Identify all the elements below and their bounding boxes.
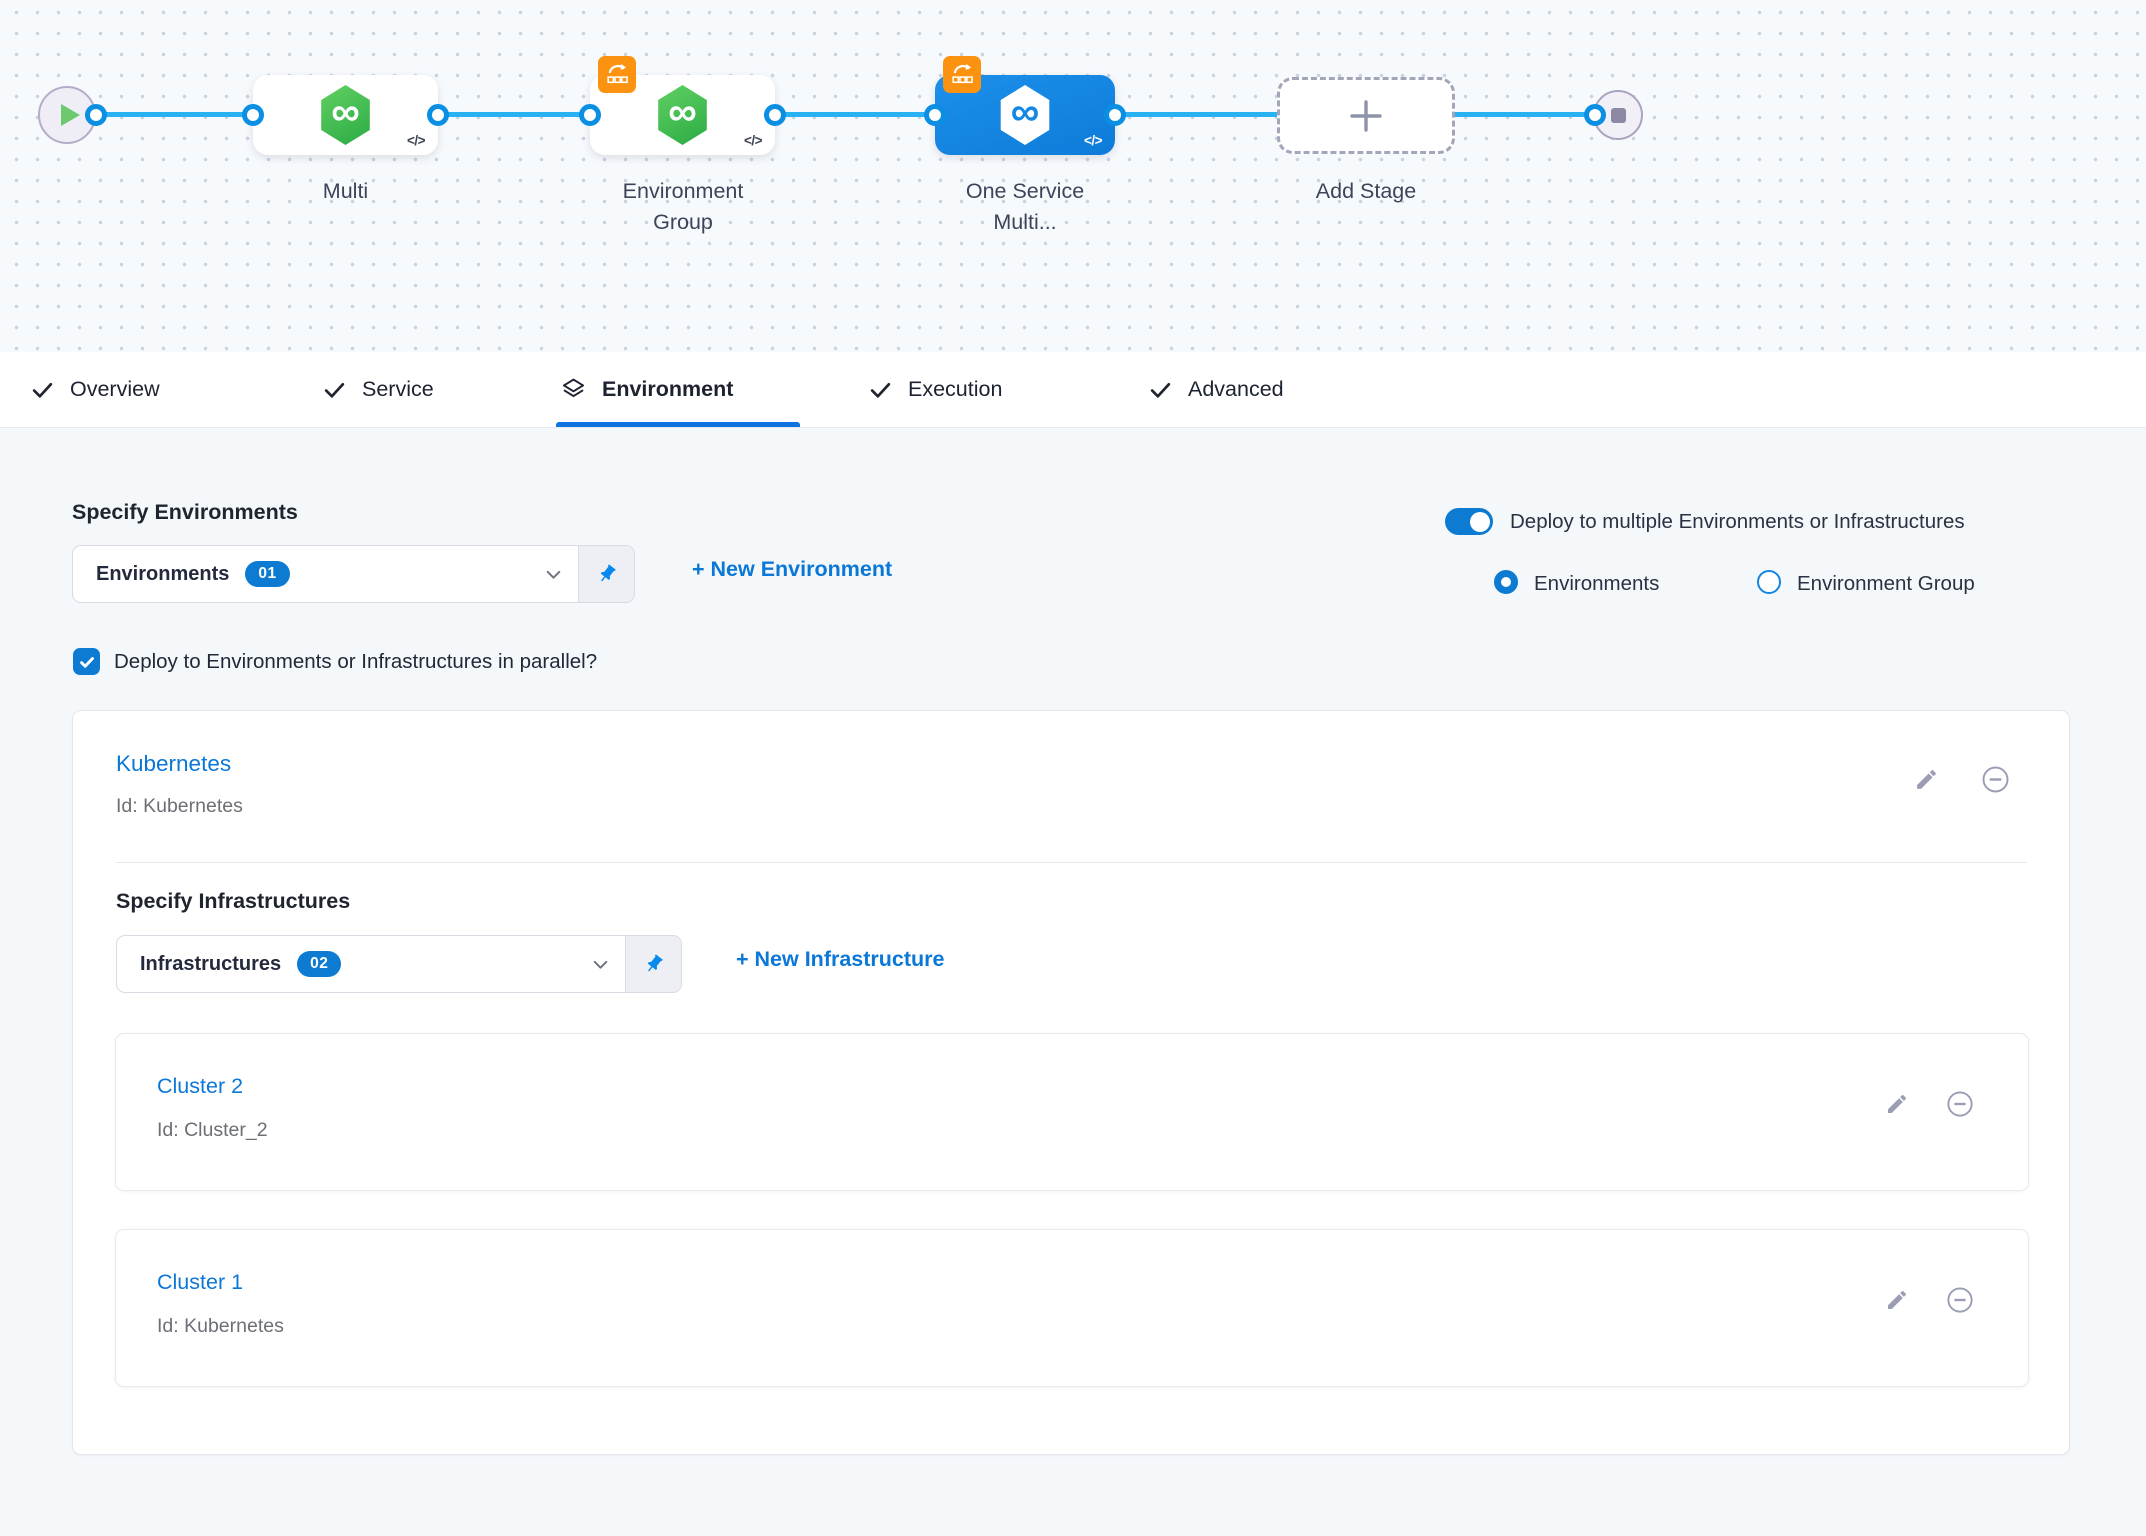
minus-circle-icon	[1945, 1089, 1975, 1119]
add-stage-button[interactable]	[1277, 77, 1455, 154]
play-icon	[61, 104, 80, 126]
connector-point	[427, 104, 449, 126]
minus-circle-icon	[1980, 764, 2011, 795]
tab-advanced[interactable]: Advanced	[1148, 352, 1284, 427]
pin-infrastructures-button[interactable]	[625, 936, 681, 992]
stage-node-one-service-multi[interactable]: ∞ </>	[935, 75, 1115, 155]
pipeline-canvas: ∞ </> ∞ </>	[0, 0, 2146, 352]
infrastructures-count-badge: 02	[297, 951, 341, 977]
check-icon	[868, 377, 893, 402]
infrastructures-select: Infrastructures 02	[116, 935, 682, 993]
stage-label: Environment Group	[598, 176, 768, 238]
service-hexagon-icon: ∞	[319, 85, 373, 145]
environments-select: Environments 01	[72, 545, 635, 603]
new-environment-button[interactable]: + New Environment	[692, 557, 892, 582]
connector-point	[924, 104, 946, 126]
environment-id: Id: Kubernetes	[116, 795, 243, 818]
stage-node-multi[interactable]: ∞ </>	[253, 75, 438, 155]
code-icon[interactable]: </>	[407, 133, 425, 148]
check-icon	[322, 377, 347, 402]
stop-icon	[1611, 108, 1626, 123]
radio-environments[interactable]	[1494, 570, 1518, 594]
infrastructure-name-link[interactable]: Cluster 1	[157, 1270, 243, 1295]
tab-label: Environment	[602, 377, 733, 402]
rolling-strategy-badge-icon	[598, 56, 636, 93]
edit-infrastructure-button[interactable]	[1885, 1288, 1909, 1312]
toggle-knob	[1470, 512, 1490, 532]
pushpin-icon	[640, 950, 668, 978]
tab-service[interactable]: Service	[322, 352, 434, 427]
check-icon	[1148, 377, 1173, 402]
edit-environment-button[interactable]	[1914, 767, 1939, 792]
deploy-multiple-toggle-label: Deploy to multiple Environments or Infra…	[1510, 510, 1965, 534]
code-icon[interactable]: </>	[744, 133, 762, 148]
connector-point	[242, 104, 264, 126]
radio-environment-group-label[interactable]: Environment Group	[1797, 572, 1975, 596]
pencil-icon	[1885, 1288, 1909, 1312]
radio-environments-label[interactable]: Environments	[1534, 572, 1659, 596]
stage-label: One Service Multi...	[940, 176, 1110, 238]
tab-label: Overview	[70, 377, 160, 402]
infrastructure-name-link[interactable]: Cluster 2	[157, 1074, 243, 1099]
edit-infrastructure-button[interactable]	[1885, 1092, 1909, 1116]
environment-tab-panel: Specify Environments Environments 01 + N…	[0, 428, 2146, 1536]
remove-infrastructure-button[interactable]	[1945, 1285, 1975, 1315]
active-tab-underline	[556, 422, 800, 427]
tab-overview[interactable]: Overview	[30, 352, 160, 427]
specify-infrastructures-heading: Specify Infrastructures	[116, 889, 350, 914]
environments-count-badge: 01	[245, 561, 289, 587]
radio-environment-group[interactable]	[1757, 570, 1781, 594]
connector-point	[1104, 104, 1126, 126]
stage-tabbar: Overview Service Environment Execution A…	[0, 352, 2146, 428]
pencil-icon	[1885, 1092, 1909, 1116]
specify-environments-heading: Specify Environments	[72, 500, 298, 525]
new-infrastructure-button[interactable]: + New Infrastructure	[736, 947, 945, 972]
parallel-deploy-checkbox-label[interactable]: Deploy to Environments or Infrastructure…	[114, 650, 597, 674]
infrastructures-select-value: Infrastructures	[140, 953, 281, 976]
environments-select-field[interactable]: Environments 01	[73, 546, 578, 602]
tab-label: Service	[362, 377, 434, 402]
minus-circle-icon	[1945, 1285, 1975, 1315]
tab-label: Advanced	[1188, 377, 1284, 402]
check-icon	[30, 377, 55, 402]
stage-label: Add Stage	[1277, 176, 1455, 207]
tab-label: Execution	[908, 377, 1002, 402]
pin-environments-button[interactable]	[578, 546, 634, 602]
environment-card: Kubernetes Id: Kubernetes Specify Infras…	[72, 710, 2070, 1455]
environment-icon	[560, 376, 587, 403]
service-hexagon-icon: ∞	[656, 85, 710, 145]
check-icon	[78, 653, 96, 671]
chevron-down-icon	[592, 956, 609, 973]
connector-point	[764, 104, 786, 126]
environments-select-value: Environments	[96, 563, 229, 586]
stage-node-environment-group[interactable]: ∞ </>	[590, 75, 775, 155]
infrastructure-id: Id: Kubernetes	[157, 1315, 284, 1338]
infrastructures-select-field[interactable]: Infrastructures 02	[117, 936, 625, 992]
stage-label: Multi	[253, 176, 438, 207]
code-icon[interactable]: </>	[1084, 133, 1102, 148]
chevron-down-icon	[545, 566, 562, 583]
rolling-strategy-badge-icon	[943, 56, 981, 93]
connector-point	[85, 104, 107, 126]
infrastructure-card: Cluster 2 Id: Cluster_2	[115, 1033, 2029, 1191]
infrastructure-id: Id: Cluster_2	[157, 1119, 268, 1142]
service-hexagon-icon: ∞	[998, 85, 1052, 145]
pencil-icon	[1914, 767, 1939, 792]
parallel-deploy-checkbox[interactable]	[73, 648, 100, 675]
connector-point	[1584, 104, 1606, 126]
tab-environment[interactable]: Environment	[560, 352, 733, 427]
plus-icon	[1346, 96, 1386, 136]
remove-environment-button[interactable]	[1980, 764, 2011, 795]
divider	[116, 862, 2027, 863]
deploy-multiple-toggle[interactable]	[1445, 508, 1493, 535]
tab-execution[interactable]: Execution	[868, 352, 1002, 427]
pushpin-icon	[593, 560, 621, 588]
environment-name-link[interactable]: Kubernetes	[116, 751, 231, 777]
connector-point	[579, 104, 601, 126]
remove-infrastructure-button[interactable]	[1945, 1089, 1975, 1119]
infrastructure-card: Cluster 1 Id: Kubernetes	[115, 1229, 2029, 1387]
